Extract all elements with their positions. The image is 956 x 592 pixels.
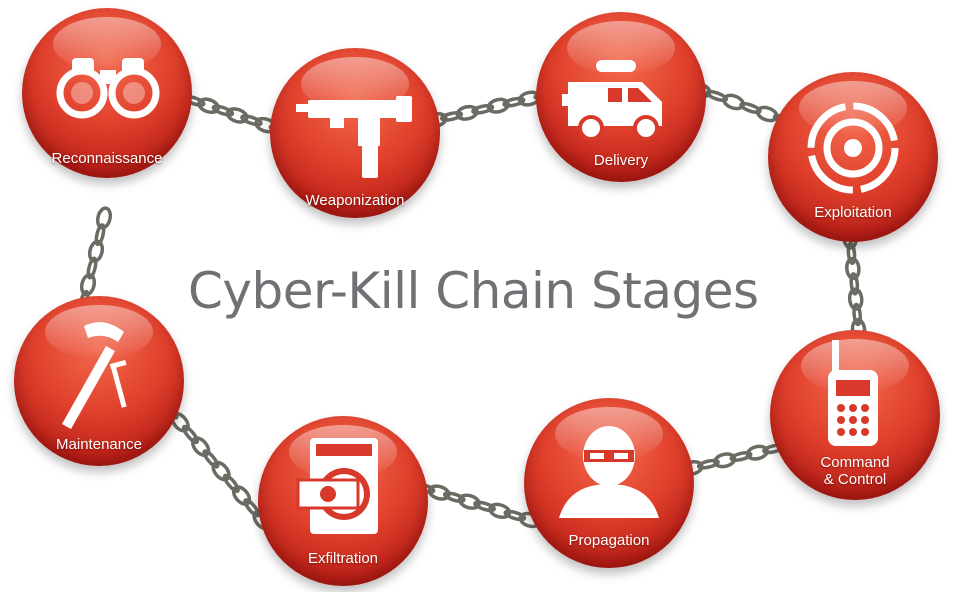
stage-label: Reconnaissance xyxy=(51,150,163,167)
chain-link xyxy=(739,101,762,115)
chain-link xyxy=(705,89,729,103)
chain-link xyxy=(243,498,261,518)
chain-link xyxy=(94,223,106,247)
stage-label: Weaponization xyxy=(305,192,405,209)
masked-person-icon xyxy=(559,426,659,518)
stage-propagation: Propagation xyxy=(524,398,694,568)
chain-link xyxy=(79,273,97,297)
chain-link xyxy=(211,104,235,117)
chain-link xyxy=(845,256,861,281)
chain-link xyxy=(713,452,737,469)
stage-reconnaissance: Reconnaissance xyxy=(22,8,192,178)
chain-link xyxy=(240,114,263,127)
stage-label: Maintenance xyxy=(56,436,142,453)
hammer-nail-icon xyxy=(62,322,127,429)
chain-link xyxy=(846,241,857,265)
chain-link xyxy=(191,436,211,457)
chain-link xyxy=(87,239,105,263)
washing-machine-icon xyxy=(296,438,378,534)
chain-link xyxy=(202,449,220,469)
chain-link xyxy=(197,97,220,114)
radio-icon xyxy=(828,340,878,446)
stage-maintenance: Maintenance xyxy=(14,296,184,466)
target-icon xyxy=(807,102,899,194)
chain-link xyxy=(745,444,769,461)
chain-link xyxy=(455,104,479,121)
chain-link xyxy=(847,287,864,311)
chain-link xyxy=(181,424,200,445)
stage-label: Propagation xyxy=(568,532,650,549)
stage-exfiltration: Exfiltration xyxy=(258,416,428,586)
stage-label: Exfiltration xyxy=(307,550,379,567)
stage-command-control: Command & Control xyxy=(770,330,940,500)
chain-link xyxy=(849,272,860,296)
chain-link xyxy=(211,460,231,482)
chain-link xyxy=(440,110,464,122)
chain-link xyxy=(486,97,510,114)
binoculars-icon xyxy=(56,58,160,119)
stage-weaponization: Weaponization xyxy=(270,48,440,218)
stage-label: Command & Control xyxy=(820,454,890,488)
chain-link xyxy=(427,484,451,501)
chain-link xyxy=(95,206,113,230)
chain-link xyxy=(488,502,512,520)
chain-link xyxy=(86,256,98,280)
chain-link xyxy=(471,103,495,115)
chain-link xyxy=(696,458,720,470)
chain-link xyxy=(457,493,481,510)
chain-link xyxy=(231,485,252,506)
chain-link xyxy=(503,509,527,522)
diagram-title: Cyber-Kill Chain Stages xyxy=(188,262,759,320)
gun-icon xyxy=(296,96,412,178)
stage-label: Delivery xyxy=(593,152,649,169)
chain-link xyxy=(502,96,526,108)
stage-label: Exploitation xyxy=(814,204,892,221)
chain-link xyxy=(222,473,240,493)
chain-link xyxy=(729,451,753,462)
chain-link xyxy=(473,500,496,513)
van-icon xyxy=(562,60,662,141)
chain-link xyxy=(442,491,466,503)
chain-link xyxy=(852,302,863,327)
stage-exploitation: Exploitation xyxy=(768,72,938,242)
chain-link xyxy=(225,107,249,124)
stage-delivery: Delivery xyxy=(536,12,706,182)
